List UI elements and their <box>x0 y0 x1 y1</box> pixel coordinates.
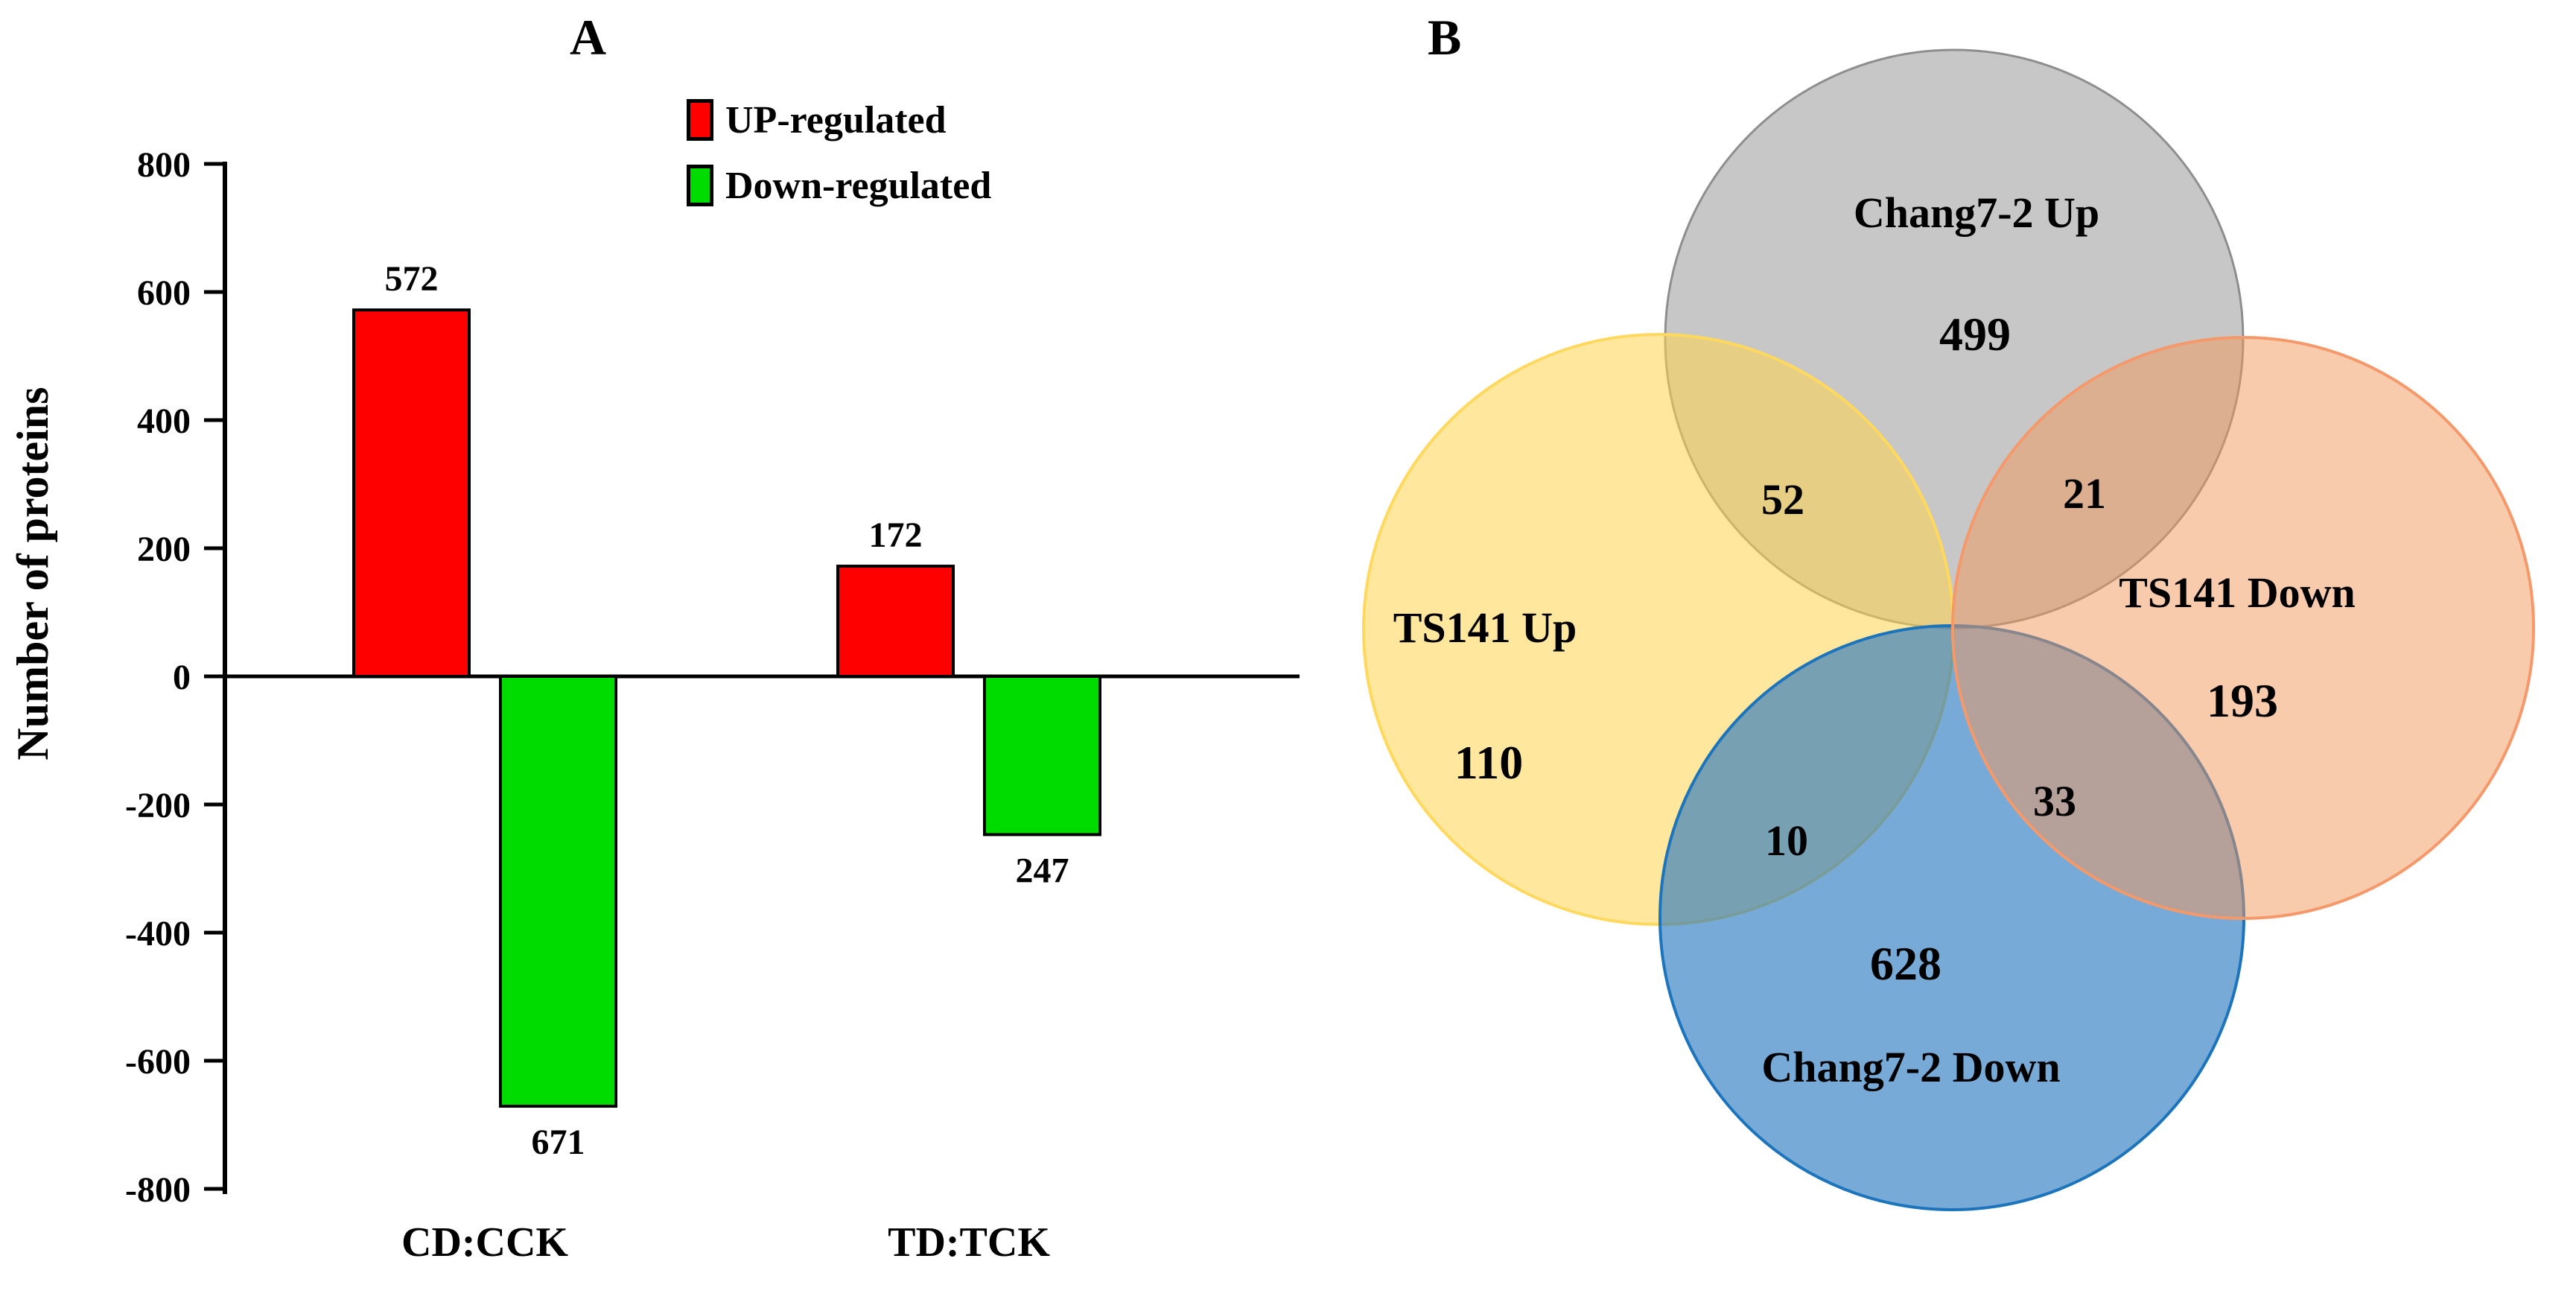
y-tick-label: -200 <box>125 786 191 825</box>
yaxis-ticks-layer: 800 600 400 200 0 -200 -400 -600 -800 <box>125 145 225 1210</box>
venn-label-chang72-up: Chang7-2 Up <box>1854 188 2099 237</box>
venn-label-ts141-up: TS141 Up <box>1393 603 1577 652</box>
y-axis-title: Number of proteins <box>8 387 57 760</box>
y-tick-label: 600 <box>137 273 191 313</box>
venn-circle-ts141-down <box>1951 336 2535 920</box>
y-tick-label: 0 <box>173 658 191 697</box>
venn-value-ts141-up: 110 <box>1454 736 1523 789</box>
panel-b-title: B <box>1428 9 1462 66</box>
bar-value-label: 671 <box>532 1123 585 1162</box>
venn-value-chang72-up: 499 <box>1939 308 2011 361</box>
bar-up-cd-cck <box>352 308 471 678</box>
bar-value-label: 172 <box>869 515 923 555</box>
panel-a-title: A <box>570 9 607 66</box>
legend-item-down: Down-regulated <box>687 162 991 209</box>
venn-value-chang72-down: 628 <box>1870 937 1941 990</box>
legend: UP-regulated Down-regulated <box>687 97 991 228</box>
y-tick-label: 200 <box>137 530 191 569</box>
y-tick-label: -800 <box>125 1170 191 1210</box>
venn-label-ts141-down: TS141 Down <box>2119 568 2355 617</box>
panel-a-bar-chart: A Number of proteins 800 600 400 200 0 -200 -4… <box>8 9 1300 1266</box>
bar-down-td-tck <box>983 675 1101 837</box>
venn-svg: Chang7-2 Up 499 TS141 Up 110 TS141 Down … <box>1362 48 2535 1211</box>
bar-chart-svg: Number of proteins 800 600 400 200 0 -200 -400… <box>8 145 1300 1266</box>
legend-swatch-down-regulated <box>687 165 713 206</box>
bar-down-cd-cck <box>499 675 617 1108</box>
y-tick-label: -400 <box>125 914 191 953</box>
x-category-label: TD:TCK <box>888 1219 1050 1266</box>
x-category-label: CD:CCK <box>401 1219 568 1266</box>
venn-overlap-chang72up-ts141up: 52 <box>1761 475 1804 524</box>
y-tick-label: -600 <box>125 1042 191 1082</box>
y-tick-label: 800 <box>137 145 191 185</box>
venn-label-chang72-down: Chang7-2 Down <box>1761 1043 2060 1091</box>
venn-overlap-ts141down-chang72down: 33 <box>2033 777 2076 825</box>
bar-up-td-tck <box>836 565 955 679</box>
venn-overlap-chang72up-ts141down: 21 <box>2063 469 2106 518</box>
venn-overlap-ts141up-chang72down: 10 <box>1765 816 1808 865</box>
legend-label-down-regulated: Down-regulated <box>725 164 992 207</box>
legend-item-up: UP-regulated <box>687 97 991 143</box>
panel-b-venn-diagram: B Chang7-2 Up 499 TS141 Up 110 TS141 Dow… <box>1310 0 2576 1314</box>
legend-label-up-regulated: UP-regulated <box>725 98 947 142</box>
bar-value-label: 247 <box>1016 851 1069 890</box>
bar-value-label: 572 <box>385 259 439 299</box>
legend-swatch-up-regulated <box>687 99 713 141</box>
venn-value-ts141-down: 193 <box>2207 674 2278 727</box>
y-tick-label: 400 <box>137 402 191 441</box>
